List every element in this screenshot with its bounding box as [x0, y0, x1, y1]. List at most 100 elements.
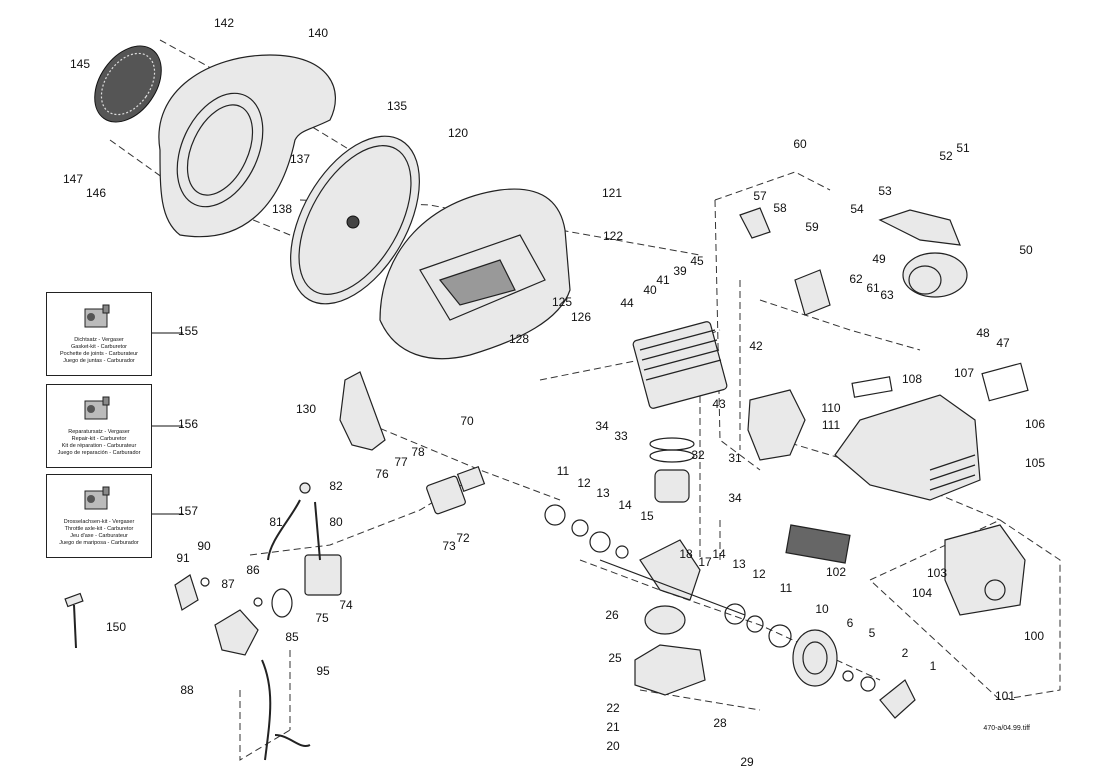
callout-14: 14 [712, 547, 726, 561]
drawing-reference: 470-a/04.99.tiff [983, 725, 1030, 732]
callout-57: 57 [753, 189, 767, 203]
callout-21: 21 [606, 720, 620, 734]
callout-20: 20 [606, 739, 620, 753]
kit-line-de: Dichtsatz - Vergaser [74, 337, 124, 343]
callout-104: 104 [912, 586, 932, 600]
callout-107: 107 [954, 366, 974, 380]
callout-140: 140 [308, 26, 328, 40]
callout-33: 33 [614, 429, 628, 443]
callout-130: 130 [296, 402, 316, 416]
callout-45: 45 [690, 254, 704, 268]
kit-box-gasket: Dichtsatz - Vergaser Gasket-kit - Carbur… [46, 292, 152, 376]
kit-box-throttle-axle: Drosselachsen-kit - Vergaser Throttle ax… [46, 474, 152, 558]
callout-137: 137 [290, 152, 310, 166]
callout-95: 95 [316, 664, 330, 678]
callout-106: 106 [1025, 417, 1045, 431]
kit-line-fr: Jeu d'axe - Carburateur [70, 533, 128, 539]
callout-80: 80 [329, 515, 343, 529]
callout-12: 12 [752, 567, 766, 581]
callout-5: 5 [869, 626, 876, 640]
intake-screen-part-145 [94, 45, 162, 123]
callout-85: 85 [285, 630, 299, 644]
callout-48: 48 [976, 326, 990, 340]
callout-25: 25 [608, 651, 622, 665]
callout-72: 72 [456, 531, 470, 545]
callout-111: 111 [822, 418, 841, 432]
carburetor-kit-icon [84, 396, 110, 420]
callout-78: 78 [411, 445, 425, 459]
callout-41: 41 [656, 273, 670, 287]
callout-11: 11 [557, 464, 570, 478]
callout-82: 82 [329, 479, 343, 493]
callout-60: 60 [793, 137, 807, 151]
callout-1: 1 [930, 659, 937, 673]
callout-73: 73 [442, 539, 456, 553]
callout-61: 61 [866, 281, 880, 295]
callout-29: 29 [740, 755, 754, 769]
callout-47: 47 [996, 336, 1010, 350]
callout-34: 34 [595, 419, 609, 433]
callout-15: 15 [640, 509, 654, 523]
callout-32: 32 [691, 448, 705, 462]
callout-34: 34 [728, 491, 742, 505]
callout-26: 26 [605, 608, 619, 622]
callout-40: 40 [643, 283, 657, 297]
callout-121: 121 [602, 186, 622, 200]
callout-10: 10 [815, 602, 829, 616]
crankshaft-assembly [544, 504, 792, 696]
callout-138: 138 [272, 202, 292, 216]
callout-54: 54 [850, 202, 864, 216]
callout-17: 17 [698, 555, 712, 569]
callout-77: 77 [394, 455, 408, 469]
callout-39: 39 [673, 264, 687, 278]
kit-line-es: Juego de mariposa - Carburador [59, 540, 139, 546]
callout-59: 59 [805, 220, 819, 234]
kit-line-en: Gasket-kit - Carburetor [71, 344, 127, 350]
blower-housing-part-120 [379, 188, 571, 360]
callout-70: 70 [460, 414, 474, 428]
callout-103: 103 [927, 566, 947, 580]
callout-44: 44 [620, 296, 634, 310]
callout-142: 142 [214, 16, 234, 30]
callout-13: 13 [732, 557, 746, 571]
callout-105: 105 [1025, 456, 1045, 470]
callout-120: 120 [448, 126, 468, 140]
callout-156: 156 [178, 417, 198, 431]
callout-100: 100 [1024, 629, 1044, 643]
carburetor-kit-icon [84, 486, 110, 510]
kit-leaders [150, 332, 183, 515]
callout-102: 102 [826, 565, 846, 579]
callout-81: 81 [269, 515, 283, 529]
carburetor-kit-icon [84, 304, 110, 328]
callout-28: 28 [713, 716, 727, 730]
callout-6: 6 [847, 616, 854, 630]
callout-43: 43 [712, 397, 726, 411]
callout-150: 150 [106, 620, 126, 634]
callout-63: 63 [880, 288, 894, 302]
callout-125: 125 [552, 295, 572, 309]
cylinder-assembly [632, 321, 728, 503]
kit-line-es: Juego de juntas - Carburador [63, 358, 135, 364]
kit-line-fr: Kit de réparation - Carburateur [61, 443, 137, 449]
callout-76: 76 [375, 467, 389, 481]
callout-145: 145 [70, 57, 90, 71]
tool-part-150 [64, 592, 84, 649]
callout-62: 62 [849, 272, 863, 286]
callout-91: 91 [176, 551, 190, 565]
callout-58: 58 [773, 201, 787, 215]
callout-88: 88 [180, 683, 194, 697]
callout-110: 110 [821, 401, 840, 415]
callout-157: 157 [178, 504, 198, 518]
callout-122: 122 [603, 229, 623, 243]
grip-part-130 [339, 371, 386, 451]
callout-52: 52 [939, 149, 953, 163]
callout-49: 49 [872, 252, 886, 266]
callout-86: 86 [246, 563, 260, 577]
callout-31: 31 [728, 451, 742, 465]
callout-155: 155 [178, 324, 198, 338]
callout-13: 13 [596, 486, 610, 500]
callout-135: 135 [387, 99, 407, 113]
callout-126: 126 [571, 310, 591, 324]
